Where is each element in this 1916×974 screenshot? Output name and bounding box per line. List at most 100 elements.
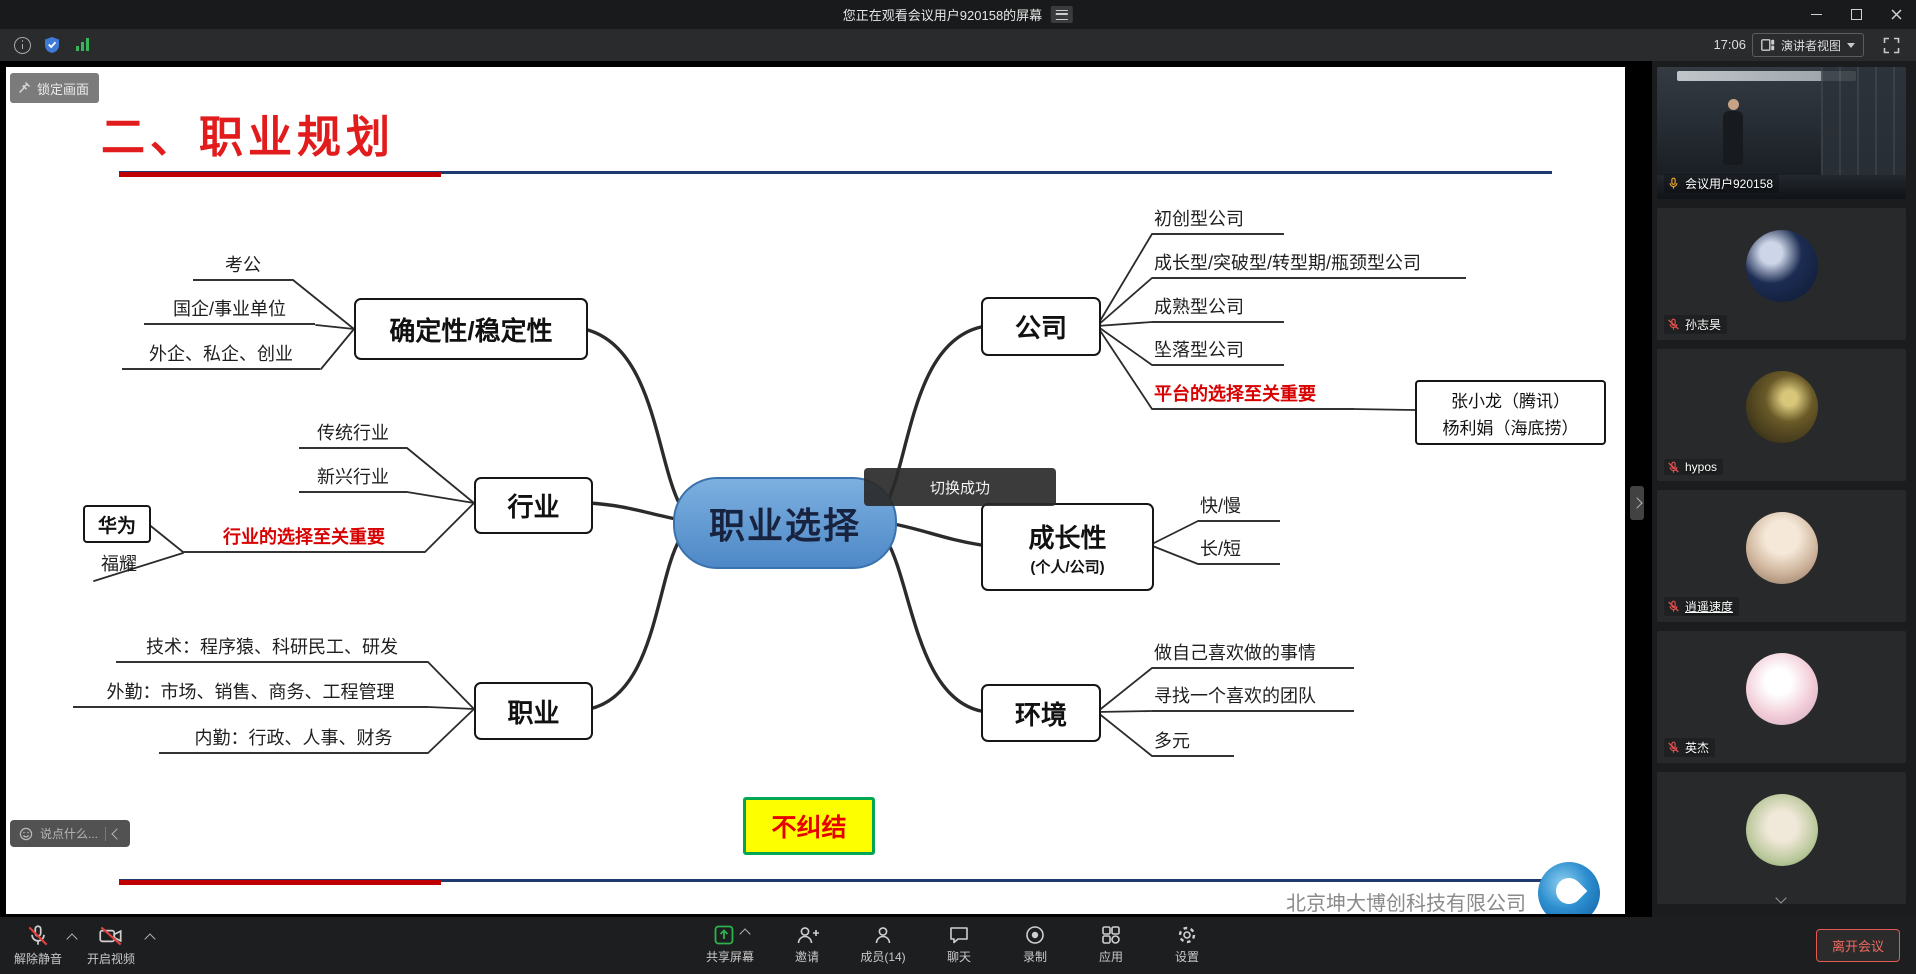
view-mode-label: 演讲者视图 (1780, 38, 1841, 53)
maximize-icon (1850, 9, 1862, 20)
speaker-view-icon (1761, 39, 1775, 51)
branch-sublabel: (个人/公司) (1030, 558, 1105, 576)
share-screen-button[interactable]: 共享屏幕 (706, 923, 754, 965)
record-label: 录制 (1022, 950, 1048, 964)
video-options-chevron[interactable] (144, 933, 156, 945)
record-button[interactable]: 录制 (1012, 923, 1058, 965)
maximize-button[interactable] (1836, 0, 1876, 29)
members-label: 成员(14) (860, 950, 906, 964)
divider-line-red (119, 172, 441, 177)
invite-icon (797, 927, 820, 944)
mindmap-leaf: 外企、私企、创业 (122, 341, 320, 370)
share-screen-label: 共享屏幕 (705, 950, 755, 964)
branch-label: 成长性 (1028, 522, 1107, 553)
participant-label: 英杰 (1664, 738, 1716, 757)
share-screen-icon (714, 925, 733, 945)
participant-label: 孙志昊 (1664, 315, 1728, 334)
chevron-down-icon (1775, 892, 1787, 904)
apps-button[interactable]: 应用 (1088, 923, 1134, 965)
pin-video-button[interactable]: 锁定画面 (10, 73, 100, 103)
mindmap-connectors (93, 233, 1416, 757)
mindmap-leaf-highlight: 平台的选择至关重要 (1152, 381, 1354, 410)
divider-line-red (119, 880, 441, 885)
ceiling-light (1676, 71, 1857, 81)
muted-mic-icon (1668, 741, 1679, 753)
mindmap-branch-box: 成长性 (个人/公司) (981, 503, 1154, 591)
participant-name: hypos (1685, 460, 1718, 474)
camera-off-icon (99, 926, 122, 946)
share-options-chevron[interactable] (738, 928, 751, 940)
mindmap-leaf: 成熟型公司 (1152, 294, 1284, 323)
minimize-button[interactable] (1796, 0, 1836, 29)
leave-meeting-button[interactable]: 离开会议 (1815, 929, 1900, 962)
mic-options-chevron[interactable] (66, 933, 78, 945)
view-mode-button[interactable]: 演讲者视图 (1751, 33, 1864, 57)
participant-name: 会议用户920158 (1685, 177, 1774, 191)
muted-mic-icon (1668, 318, 1679, 330)
slide-note-box: 不纠结 (743, 797, 875, 855)
meeting-toolbar: 17:06 演讲者视图 (0, 29, 1916, 61)
mindmap-leaf: 技术：程序猿、科研民工、研发 (116, 634, 428, 663)
fullscreen-icon[interactable] (1883, 37, 1900, 54)
sidebar-scroll-down[interactable] (1770, 890, 1792, 906)
participant-tile[interactable]: 逍遥速度 (1657, 490, 1906, 622)
participants-sidebar: 会议用户920158 孙志昊 hypos (1652, 61, 1916, 917)
mindmap-leaf: 新兴行业 (299, 464, 407, 493)
mindmap-branch-box: 职业 (474, 682, 593, 740)
emoji-icon[interactable] (19, 827, 33, 841)
participant-name: 逍遥速度 (1685, 600, 1734, 614)
mindmap-leaf: 做自己喜欢做的事情 (1152, 640, 1354, 669)
hamburger-icon (1056, 9, 1069, 20)
window-titlebar: 您正在观看会议用户920158的屏幕 (0, 0, 1916, 29)
security-shield-icon[interactable] (44, 36, 60, 54)
participant-tile[interactable] (1657, 772, 1906, 904)
settings-label: 设置 (1174, 950, 1200, 964)
settings-button[interactable]: 设置 (1164, 923, 1210, 965)
participant-tile[interactable]: 英杰 (1657, 631, 1906, 763)
mindmap-branch-box: 行业 (474, 477, 593, 534)
participant-tile[interactable]: hypos (1657, 349, 1906, 481)
mindmap-leaf: 坠落型公司 (1152, 337, 1284, 366)
mindmap-leaf: 传统行业 (299, 420, 407, 449)
company-logo (1538, 862, 1600, 914)
settings-gear-icon (1178, 926, 1196, 944)
participant-tile[interactable]: 会议用户920158 (1657, 67, 1906, 199)
chevron-right-icon (1631, 497, 1643, 509)
muted-mic-icon (1668, 600, 1679, 612)
mindmap-leaf: 考公 (193, 252, 293, 281)
apps-icon (1102, 926, 1120, 944)
mindmap-leaf: 外勤：市场、销售、商务、工程管理 (73, 679, 428, 708)
logo-drop-shape (1550, 872, 1588, 910)
members-icon (875, 927, 891, 944)
chat-icon (950, 927, 968, 944)
minimize-icon (1810, 13, 1822, 16)
watching-banner: 您正在观看会议用户920158的屏幕 (843, 0, 1074, 29)
quick-chat-input[interactable]: 说点什么... (10, 820, 131, 847)
network-signal-icon[interactable] (76, 38, 89, 51)
toast-message: 切换成功 (864, 468, 1056, 506)
sidebar-collapse-tab[interactable] (1630, 486, 1644, 520)
mindmap-leaf: 国企/事业单位 (144, 296, 315, 325)
avatar (1745, 653, 1818, 726)
mindmap-example-box: 华为 (83, 505, 151, 543)
unmute-button[interactable]: 解除静音 (8, 923, 68, 967)
members-button[interactable]: 成员(14) (860, 923, 906, 965)
signal-bar (76, 46, 79, 51)
chat-button[interactable]: 聊天 (936, 923, 982, 965)
example-line: 杨利娟（海底捞） (1442, 418, 1579, 438)
shared-screen: 二、职业规划 职业选择 确定性/稳定性 行业 职业 公司 成长性 (个人/公司)… (6, 67, 1625, 914)
participant-tile[interactable]: 孙志昊 (1657, 208, 1906, 340)
info-icon[interactable] (14, 37, 31, 54)
mindmap-leaf: 寻找一个喜欢的团队 (1152, 683, 1354, 712)
banner-menu-icon[interactable] (1051, 6, 1074, 23)
avatar (1745, 371, 1818, 444)
close-button[interactable] (1876, 0, 1916, 29)
chat-label: 聊天 (946, 950, 972, 964)
invite-button[interactable]: 邀请 (784, 923, 830, 965)
collapse-chat-chevron[interactable] (111, 827, 123, 840)
meeting-control-bar: 解除静音 开启视频 共享屏幕 (0, 917, 1916, 974)
mindmap-leaf: 成长型/突破型/转型期/瓶颈型公司 (1152, 250, 1466, 279)
mindmap-leaf: 初创型公司 (1152, 206, 1284, 235)
start-video-button[interactable]: 开启视频 (80, 923, 142, 967)
mindmap-branch-box: 确定性/稳定性 (354, 298, 588, 360)
